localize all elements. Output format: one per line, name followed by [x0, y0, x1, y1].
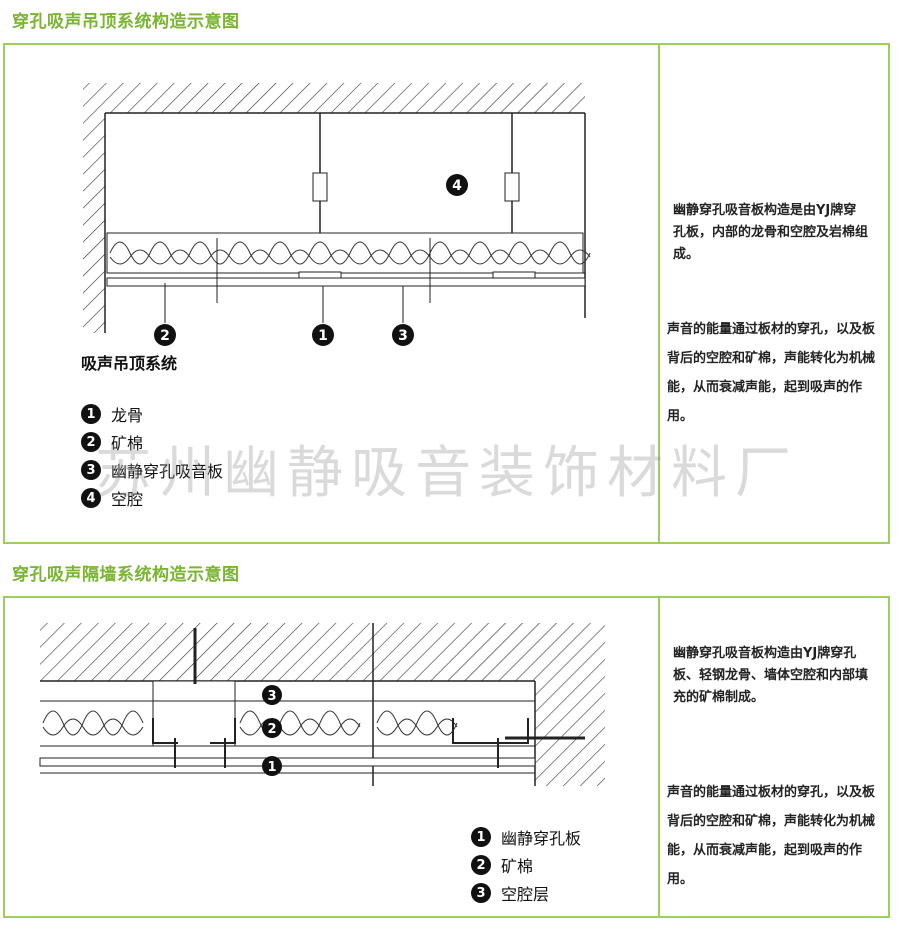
wall-description-1: 幽静穿孔吸音板构造由YJ牌穿孔板、轻钢龙骨、墙体空腔和内部填充的矿棉制成。 [673, 646, 869, 705]
callout-1: 1 [262, 756, 282, 776]
ceiling-description-2: 声音的能量通过板材的穿孔，以及板背后的空腔和矿棉，声能转化为机械能，从而衰减声能… [667, 322, 876, 424]
hanger-clip [312, 172, 328, 202]
svg-text:2: 2 [160, 328, 170, 344]
keel [492, 271, 536, 279]
section-title-ceiling: 穿孔吸声吊顶系统构造示意图 [12, 12, 240, 32]
svg-text:1: 1 [267, 760, 276, 775]
svg-text:2: 2 [267, 722, 276, 737]
panel-divider [658, 45, 660, 542]
wall-slab [40, 623, 605, 681]
callout-3: 3 [392, 324, 414, 346]
left-wall [83, 83, 105, 333]
mineral-wool-coils [42, 710, 458, 736]
hanger-clip [504, 172, 520, 202]
callout-2: 2 [154, 324, 176, 346]
cavity [152, 680, 236, 747]
perforated-board [106, 277, 586, 287]
svg-text:3: 3 [267, 689, 276, 704]
ceiling-description-1: 幽静穿孔吸音板构造是由YJ牌穿孔板，内部的龙骨和空腔及岩棉组成。 [673, 203, 869, 262]
svg-text:4: 4 [452, 178, 462, 194]
ceiling-slab [105, 83, 585, 113]
wall-diagram: 3 2 1 [39, 623, 605, 786]
callout-4: 4 [446, 174, 468, 196]
mineral-wool-coils [109, 241, 591, 265]
callout-1: 1 [312, 324, 334, 346]
section-title-wall: 穿孔吸声隔墙系统构造示意图 [12, 565, 240, 585]
keel [210, 718, 236, 744]
keel [452, 718, 529, 744]
right-wall [535, 681, 605, 786]
ceiling-diagram-title: 吸声吊顶系统 [81, 354, 178, 373]
wall-description-2: 声音的能量通过板材的穿孔，以及板背后的空腔和矿棉，声能转化为机械能，从而衰减声能… [667, 785, 876, 887]
panel-divider [658, 598, 660, 916]
perforated-board [39, 757, 536, 767]
svg-text:3: 3 [398, 328, 408, 344]
keel [152, 718, 178, 744]
svg-text:1: 1 [318, 328, 328, 344]
keel [298, 271, 342, 279]
ceiling-diagram: 4 2 1 3 [83, 83, 591, 346]
mineral-wool [106, 232, 584, 274]
callout-3: 3 [262, 685, 282, 705]
callout-2: 2 [262, 718, 282, 738]
